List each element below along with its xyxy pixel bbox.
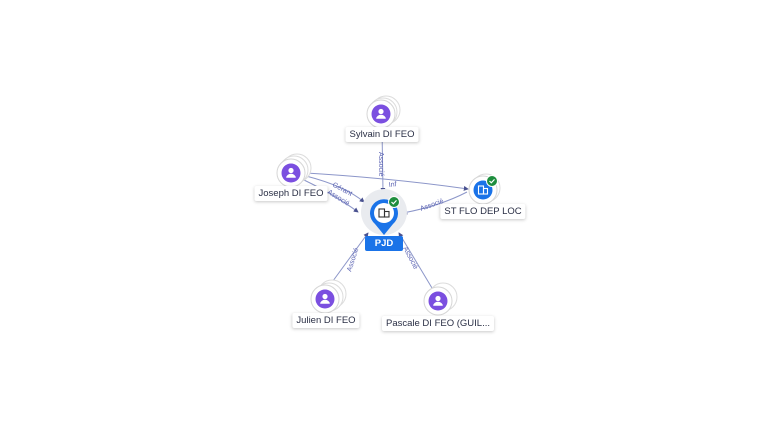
node-joseph[interactable] [276, 153, 312, 188]
person-icon [281, 163, 301, 183]
edge-label-pascale: Associé [401, 246, 419, 271]
center-node-label[interactable]: PJD [365, 236, 403, 251]
node-label-sylvain[interactable]: Sylvain DI FEO [345, 127, 419, 142]
verified-check-icon [388, 196, 400, 208]
node-pjd[interactable] [361, 189, 407, 235]
edge-joseph-stflo-inf [305, 172, 469, 191]
person-icon [428, 291, 448, 311]
edge-julien-pjd [329, 232, 369, 286]
node-sylvain[interactable] [366, 95, 401, 129]
node-label-julien[interactable]: Julien DI FEO [292, 313, 360, 328]
node-label-stflo[interactable]: ST FLO DEP LOC [440, 204, 526, 219]
edge-pascale-pjd [398, 232, 433, 289]
edge-label-sylvain: Associé [377, 152, 384, 177]
edge-joseph-pjd-associe [303, 179, 359, 213]
edges [303, 127, 469, 289]
building-icon [378, 208, 390, 218]
person-icon [371, 104, 391, 124]
edge-label-inf: Inf [388, 181, 397, 189]
building-icon [473, 180, 493, 200]
verified-check-icon [486, 175, 498, 187]
person-icon [315, 289, 335, 309]
node-julien[interactable] [310, 279, 347, 314]
node-pascale[interactable] [423, 282, 458, 316]
node-stflo[interactable] [468, 173, 501, 205]
node-label-pascale[interactable]: Pascale DI FEO (GUIL... [382, 316, 494, 331]
node-label-joseph[interactable]: Joseph DI FEO [254, 186, 328, 201]
edge-joseph-pjd-gerant [305, 175, 365, 203]
edge-stflo-pjd [402, 191, 468, 215]
